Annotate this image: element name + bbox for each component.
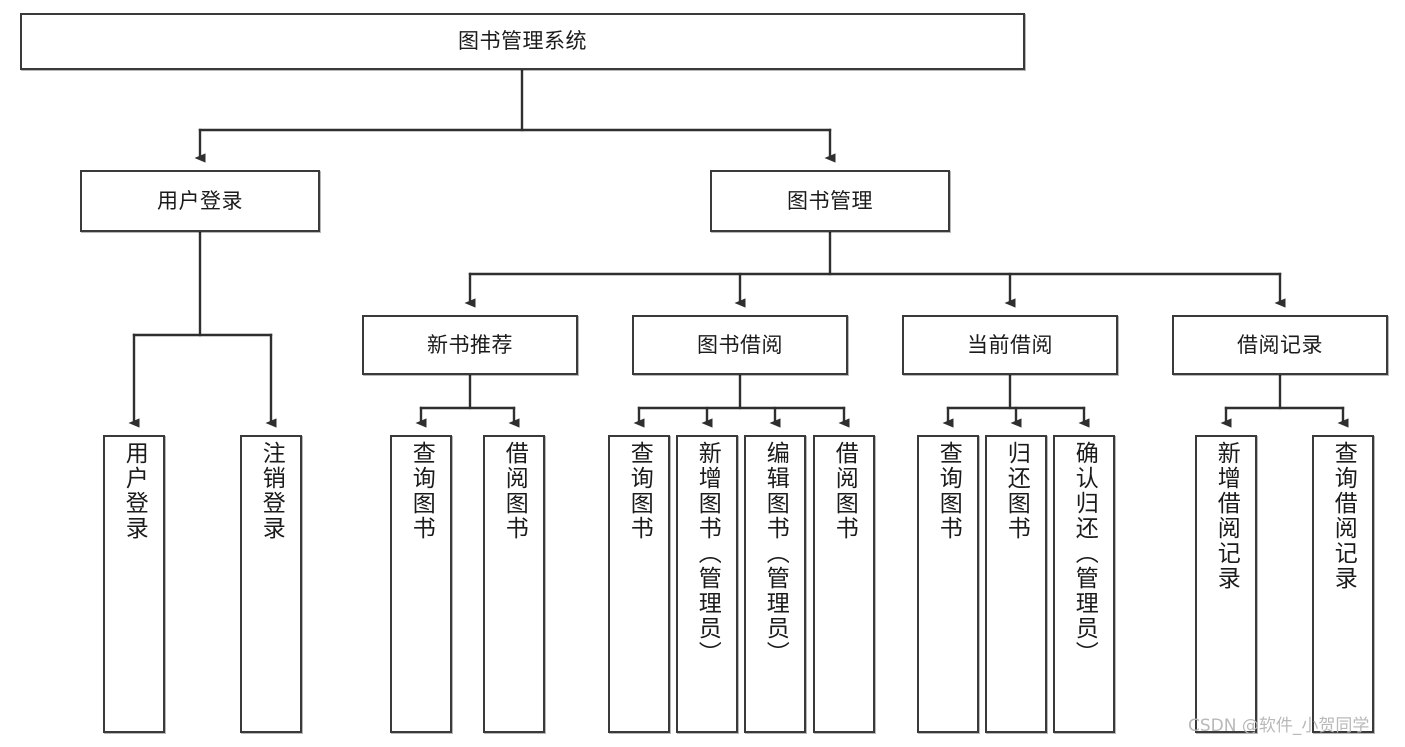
node-label: 用户登录 bbox=[157, 188, 243, 213]
leaf-edit-book[interactable]: 编辑图书（管理员） bbox=[744, 435, 806, 733]
node-label: 确认归还（管理员） bbox=[1071, 441, 1098, 666]
node-label: 查询图书 bbox=[935, 441, 962, 541]
leaf-add-book[interactable]: 新增图书（管理员） bbox=[676, 435, 738, 733]
leaf-query-book-1[interactable]: 查询图书 bbox=[390, 435, 452, 733]
node-label: 图书管理系统 bbox=[458, 29, 587, 54]
leaf-query-book-2[interactable]: 查询图书 bbox=[608, 435, 670, 733]
leaf-borrow-book-2[interactable]: 借阅图书 bbox=[813, 435, 875, 733]
node-label: 借阅记录 bbox=[1237, 332, 1323, 357]
node-label: 借阅图书 bbox=[501, 441, 528, 541]
leaf-user-login[interactable]: 用户登录 bbox=[103, 435, 165, 733]
node-label: 新增图书（管理员） bbox=[694, 441, 721, 666]
node-book-manage[interactable]: 图书管理 bbox=[710, 170, 950, 232]
node-label: 借阅图书 bbox=[831, 441, 858, 541]
leaf-add-record[interactable]: 新增借阅记录 bbox=[1195, 435, 1257, 733]
leaf-logout[interactable]: 注销登录 bbox=[240, 435, 302, 733]
node-label: 查询借阅记录 bbox=[1330, 441, 1357, 591]
node-user-login[interactable]: 用户登录 bbox=[80, 170, 320, 232]
leaf-query-book-3[interactable]: 查询图书 bbox=[917, 435, 979, 733]
node-label: 查询图书 bbox=[408, 441, 435, 541]
node-book-borrow[interactable]: 图书借阅 bbox=[632, 315, 848, 375]
node-label: 新书推荐 bbox=[427, 332, 513, 357]
node-label: 注销登录 bbox=[258, 441, 285, 541]
node-root-system[interactable]: 图书管理系统 bbox=[20, 13, 1025, 70]
node-label: 编辑图书（管理员） bbox=[762, 441, 789, 666]
node-label: 图书管理 bbox=[787, 188, 873, 213]
leaf-borrow-book-1[interactable]: 借阅图书 bbox=[483, 435, 545, 733]
node-label: 新增借阅记录 bbox=[1213, 441, 1240, 591]
node-label: 用户登录 bbox=[121, 441, 148, 541]
node-current-borrow[interactable]: 当前借阅 bbox=[902, 315, 1118, 375]
node-label: 图书借阅 bbox=[697, 332, 783, 357]
leaf-confirm-return[interactable]: 确认归还（管理员） bbox=[1053, 435, 1115, 733]
node-borrow-record[interactable]: 借阅记录 bbox=[1172, 315, 1388, 375]
leaf-query-record[interactable]: 查询借阅记录 bbox=[1312, 435, 1374, 733]
node-label: 当前借阅 bbox=[967, 332, 1053, 357]
node-label: 查询图书 bbox=[626, 441, 653, 541]
leaf-return-book[interactable]: 归还图书 bbox=[985, 435, 1047, 733]
node-new-book-rec[interactable]: 新书推荐 bbox=[362, 315, 578, 375]
node-label: 归还图书 bbox=[1003, 441, 1030, 541]
